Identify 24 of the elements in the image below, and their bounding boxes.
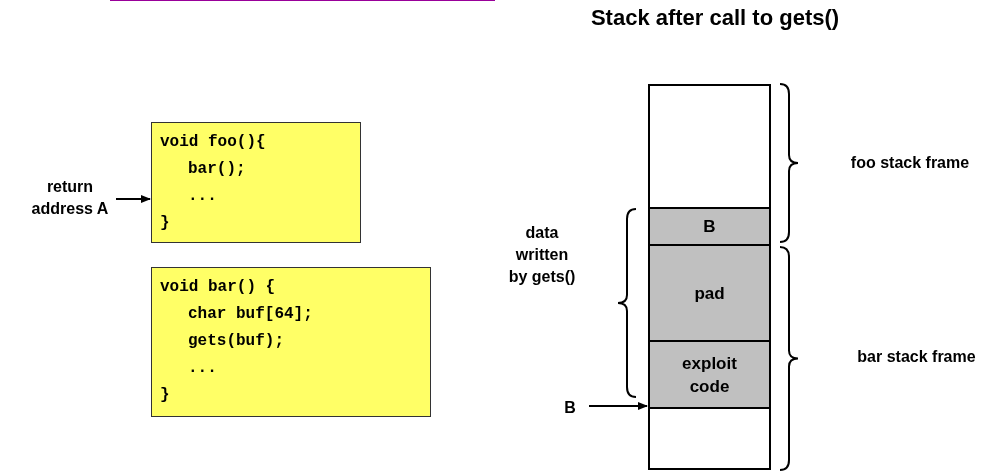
data-label: data written by gets() [507,223,577,287]
code-line: ... [187,358,218,379]
frame-label: foo stack frame [849,153,971,173]
arrow [588,402,648,410]
stack-cell [648,84,771,209]
arrow [115,195,151,203]
frame-label: bar stack frame [856,347,977,367]
code-line: bar(); [187,159,247,180]
title: Stack after call to gets() [589,4,841,32]
code-line: char buf[64]; [187,304,314,325]
code-box [151,267,431,417]
code-line: ... [187,186,218,207]
code-line: gets(buf); [187,331,285,352]
code-line: } [160,385,171,406]
pointer-label: return address A [28,162,112,234]
stack-cell: pad [648,244,771,342]
pointer-label: B [555,396,585,420]
code-line: void foo(){ [160,132,267,153]
stack-cell: exploit code [648,340,771,409]
stack-cell: B [648,207,771,246]
code-line: void bar() { [160,277,277,298]
code-box [151,122,361,243]
code-line: } [160,213,171,234]
stack-cell [648,407,771,470]
